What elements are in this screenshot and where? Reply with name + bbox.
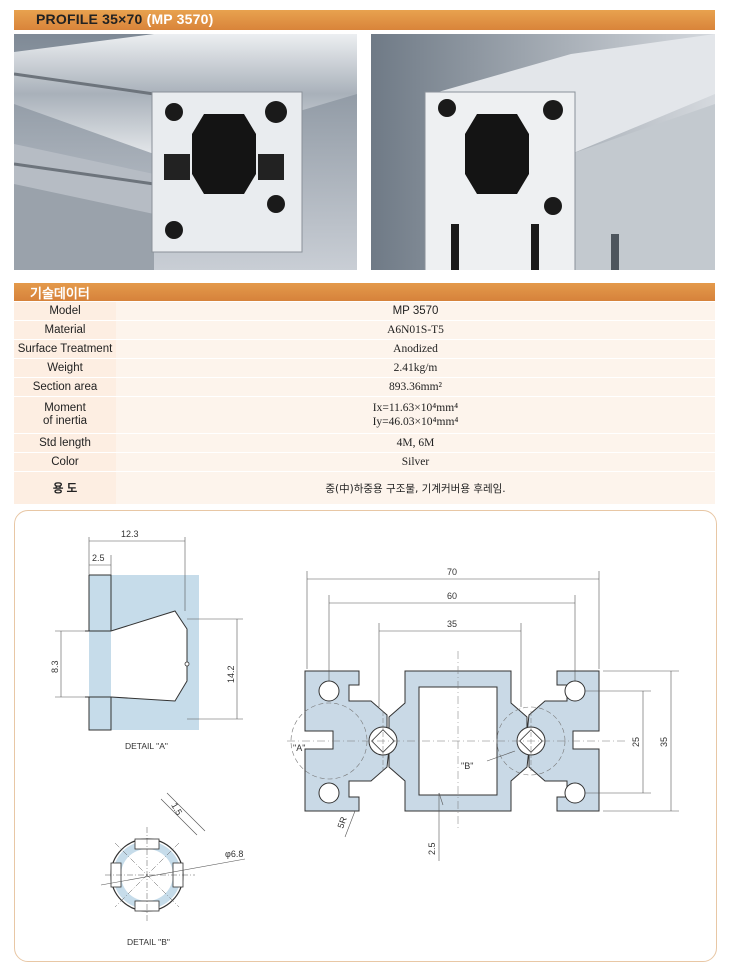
- table-row: Weight 2.41kg/m: [14, 358, 715, 378]
- table-row: Moment of inertia Ix=11.63×10⁴mm⁴ Iy=46.…: [14, 396, 715, 434]
- spec-value: 중(中)하중용 구조물, 기계커버용 후레임.: [116, 471, 715, 504]
- dim-label: 2.5: [427, 842, 437, 855]
- detail-b-caption: DETAIL "B": [127, 937, 170, 947]
- dim-label: 70: [447, 567, 457, 577]
- dim-label: 35: [659, 737, 669, 747]
- spec-value: Ix=11.63×10⁴mm⁴ Iy=46.03×10⁴mm⁴: [116, 396, 715, 434]
- profile-title: PROFILE 35×70: [36, 11, 143, 27]
- spec-label: Weight: [14, 358, 116, 378]
- spec-label: 용 도: [14, 471, 116, 504]
- spec-value: 893.36mm²: [116, 377, 715, 397]
- table-row: 용 도 중(中)하중용 구조물, 기계커버용 후레임.: [14, 471, 715, 504]
- spec-value: 2.41kg/m: [116, 358, 715, 378]
- spec-label: Color: [14, 452, 116, 472]
- table-row: Std length 4M, 6M: [14, 433, 715, 453]
- dim-label: 60: [447, 591, 457, 601]
- spec-label: Section area: [14, 377, 116, 397]
- spec-label: Surface Treatment: [14, 339, 116, 359]
- dim-label: 35: [447, 619, 457, 629]
- spec-label: Model: [14, 301, 116, 321]
- profile-photo-left: [14, 34, 357, 270]
- table-row: Section area 893.36mm²: [14, 377, 715, 397]
- detail-a-caption: DETAIL "A": [125, 741, 168, 751]
- dim-label: 2.5: [92, 553, 105, 563]
- spec-value-line: Iy=46.03×10⁴mm⁴: [372, 416, 459, 428]
- table-row: Surface Treatment Anodized: [14, 339, 715, 359]
- dim-label: φ6.8: [225, 849, 243, 859]
- callout-b: "B": [461, 761, 473, 771]
- spec-section-title: 기술데이터: [30, 286, 90, 301]
- dim-label: 5R: [335, 815, 349, 830]
- title-bar: PROFILE 35×70 (MP 3570): [14, 10, 715, 30]
- technical-drawing: 12.3 2.5 8.3 14.2 DETAIL "A": [14, 510, 717, 962]
- profile-code: (MP 3570): [146, 11, 214, 27]
- table-row: Color Silver: [14, 452, 715, 472]
- dim-label: 8.3: [50, 660, 60, 673]
- spec-label: Std length: [14, 433, 116, 453]
- spec-label-line: of inertia: [42, 415, 88, 427]
- profile-photo-right: [371, 34, 715, 270]
- spec-value: Silver: [116, 452, 715, 472]
- table-row: Model MP 3570: [14, 301, 715, 321]
- callout-a: "A": [293, 743, 305, 753]
- spec-label-line: Moment: [44, 402, 86, 414]
- table-row: Material A6N01S-T5: [14, 320, 715, 340]
- spec-value-line: Ix=11.63×10⁴mm⁴: [372, 402, 459, 414]
- spec-value: Anodized: [116, 339, 715, 359]
- page-title: PROFILE 35×70 (MP 3570): [36, 11, 213, 27]
- spec-section-header: 기술데이터: [14, 283, 715, 301]
- dim-label: 14.2: [226, 665, 236, 683]
- spec-label: Moment of inertia: [14, 396, 116, 434]
- spec-value: MP 3570: [116, 301, 715, 321]
- dim-label: 25: [631, 737, 641, 747]
- main-section: 70 60 35 25 35 2.5 5R: [287, 567, 679, 861]
- spec-value: A6N01S-T5: [116, 320, 715, 340]
- spec-table: Model MP 3570 Material A6N01S-T5 Surface…: [14, 301, 715, 504]
- spec-value: 4M, 6M: [116, 433, 715, 453]
- dim-label: 1.5: [169, 801, 184, 817]
- spec-label: Material: [14, 320, 116, 340]
- dim-label: 12.3: [121, 529, 139, 539]
- detail-b: 1.5 φ6.8 DETAIL "B": [100, 792, 246, 947]
- detail-a: 12.3 2.5 8.3 14.2 DETAIL "A": [50, 529, 243, 751]
